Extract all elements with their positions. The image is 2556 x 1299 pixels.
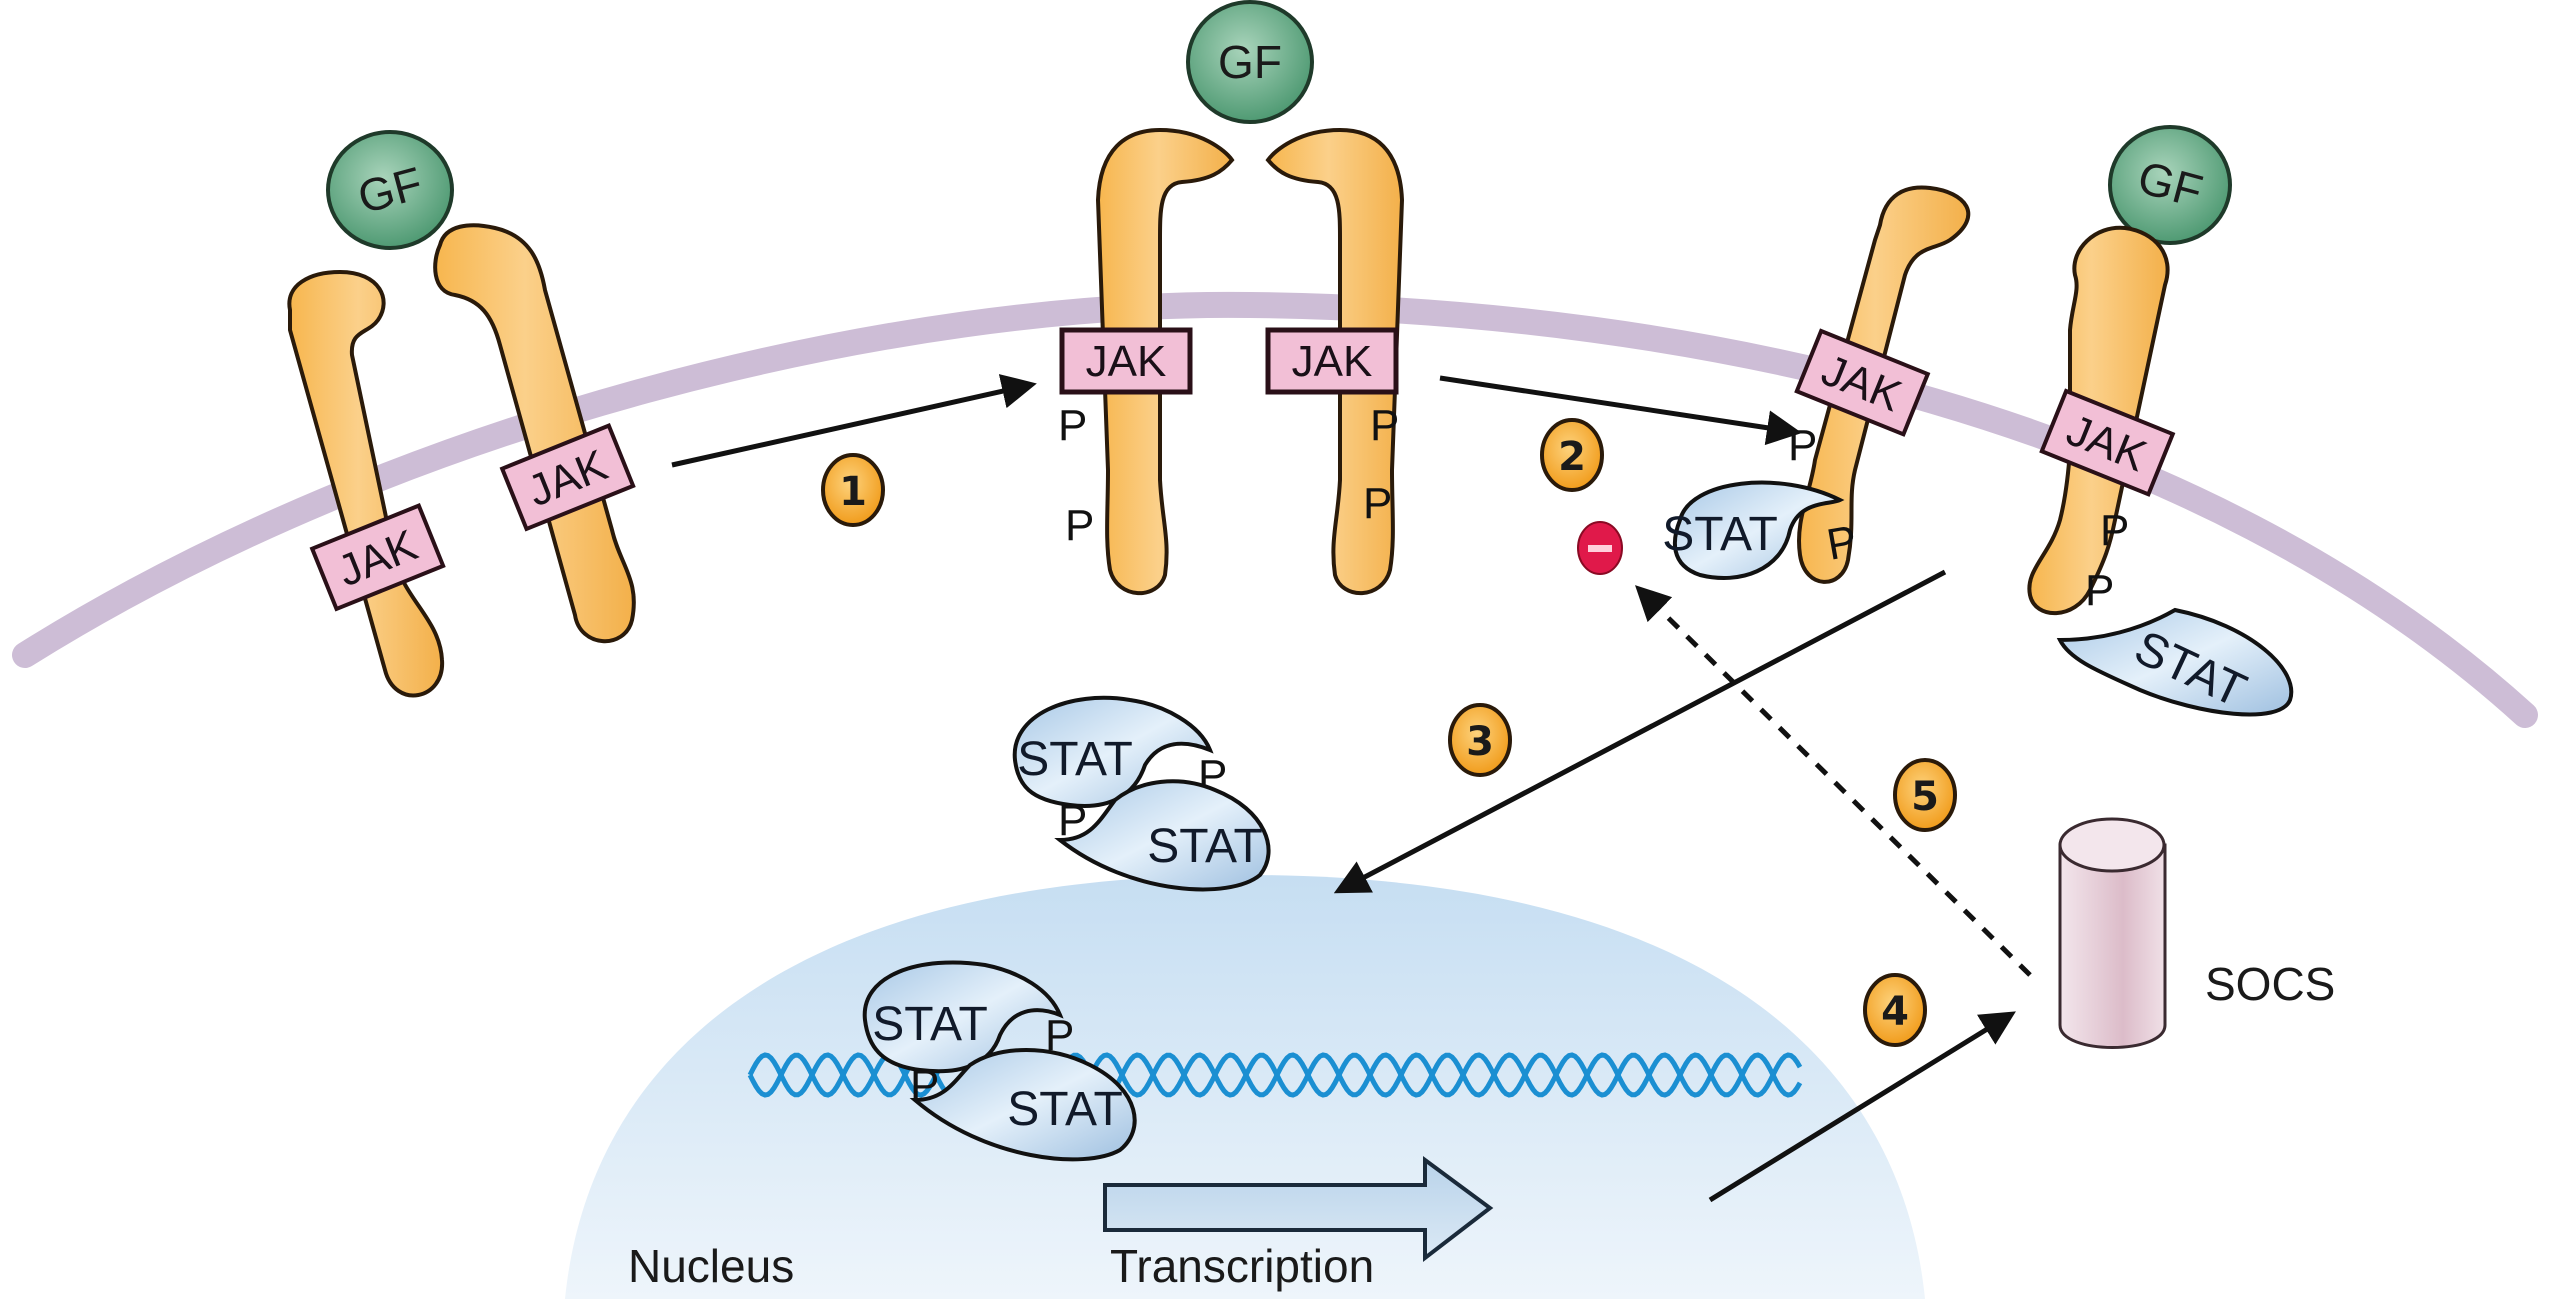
- receptor-right-a: [1797, 185, 1971, 584]
- transcription-label: Transcription: [1110, 1240, 1374, 1292]
- phosphate-label: P: [1065, 501, 1094, 550]
- phosphate-label: P: [1363, 479, 1392, 528]
- jak-right-a: JAK: [1794, 328, 1931, 437]
- receptor-center-b: [1265, 127, 1405, 596]
- svg-text:STAT: STAT: [1007, 1083, 1123, 1136]
- svg-text:P: P: [1058, 796, 1087, 845]
- svg-text:4: 4: [1881, 989, 1909, 1035]
- dna-strand: [747, 1052, 1803, 1098]
- svg-text:3: 3: [1466, 719, 1494, 765]
- arrow-step-1: [671, 374, 1037, 468]
- growth-factor-right: GF: [2108, 125, 2232, 245]
- phosphate-label: P: [2085, 566, 2114, 615]
- step-badge-3: 3: [1448, 703, 1512, 777]
- svg-text:1: 1: [839, 469, 867, 515]
- svg-text:GF: GF: [1218, 36, 1282, 88]
- jak-center-b: JAK: [1265, 327, 1399, 395]
- arrow-step-2: [1439, 375, 1802, 446]
- svg-text:5: 5: [1911, 774, 1939, 820]
- phosphate-label: P: [1788, 421, 1817, 470]
- growth-factor-center: GF: [1186, 0, 1314, 124]
- stat-bound-right-b: STAT: [2056, 607, 2294, 718]
- stat-dimer-cytoplasm: STAT P P STAT: [1012, 695, 1271, 892]
- svg-text:2: 2: [1558, 434, 1586, 480]
- jak-center-a: JAK: [1059, 327, 1193, 395]
- svg-text:STAT: STAT: [872, 998, 988, 1051]
- step-badge-2: 2: [1540, 418, 1604, 492]
- socs-label: SOCS: [2205, 958, 2335, 1010]
- step-badge-1: 1: [821, 453, 885, 527]
- jak-left-a: JAK: [309, 502, 446, 612]
- step-badge-4: 4: [1863, 973, 1927, 1047]
- phosphate-label: P: [2100, 506, 2129, 555]
- phosphate-label: P: [1058, 401, 1087, 450]
- nucleus: [565, 875, 1925, 1299]
- svg-text:STAT: STAT: [1147, 820, 1263, 873]
- arrow-step-4: [1708, 1011, 2016, 1203]
- stat-bound-right-a: STAT P: [1662, 480, 1861, 580]
- jak-right-b: JAK: [2039, 388, 2176, 497]
- svg-text:STAT: STAT: [1017, 733, 1133, 786]
- inhibition-icon: [1577, 521, 1623, 575]
- receptor-center-a: [1095, 127, 1235, 596]
- phosphate-label: P: [1370, 401, 1399, 450]
- stat-dimer-nucleus: STAT P P STAT: [862, 960, 1137, 1162]
- svg-text:JAK: JAK: [1292, 337, 1373, 386]
- svg-text:JAK: JAK: [1086, 337, 1167, 386]
- growth-factor-left: GF: [326, 130, 454, 250]
- cell-membrane: [12, 291, 2538, 728]
- nucleus-label: Nucleus: [628, 1240, 794, 1292]
- socs-protein: [2058, 817, 2167, 1049]
- jak-left-b: JAK: [499, 422, 636, 532]
- svg-text:STAT: STAT: [1662, 508, 1778, 561]
- receptor-left-b: [433, 223, 636, 644]
- transcription-arrow: [1103, 1156, 1494, 1263]
- step-badge-5: 5: [1893, 758, 1957, 832]
- arrow-step-3: [1333, 569, 1947, 894]
- svg-text:P: P: [910, 1061, 939, 1110]
- arrow-step-5: [1635, 585, 2032, 977]
- receptor-left-a: [287, 269, 445, 698]
